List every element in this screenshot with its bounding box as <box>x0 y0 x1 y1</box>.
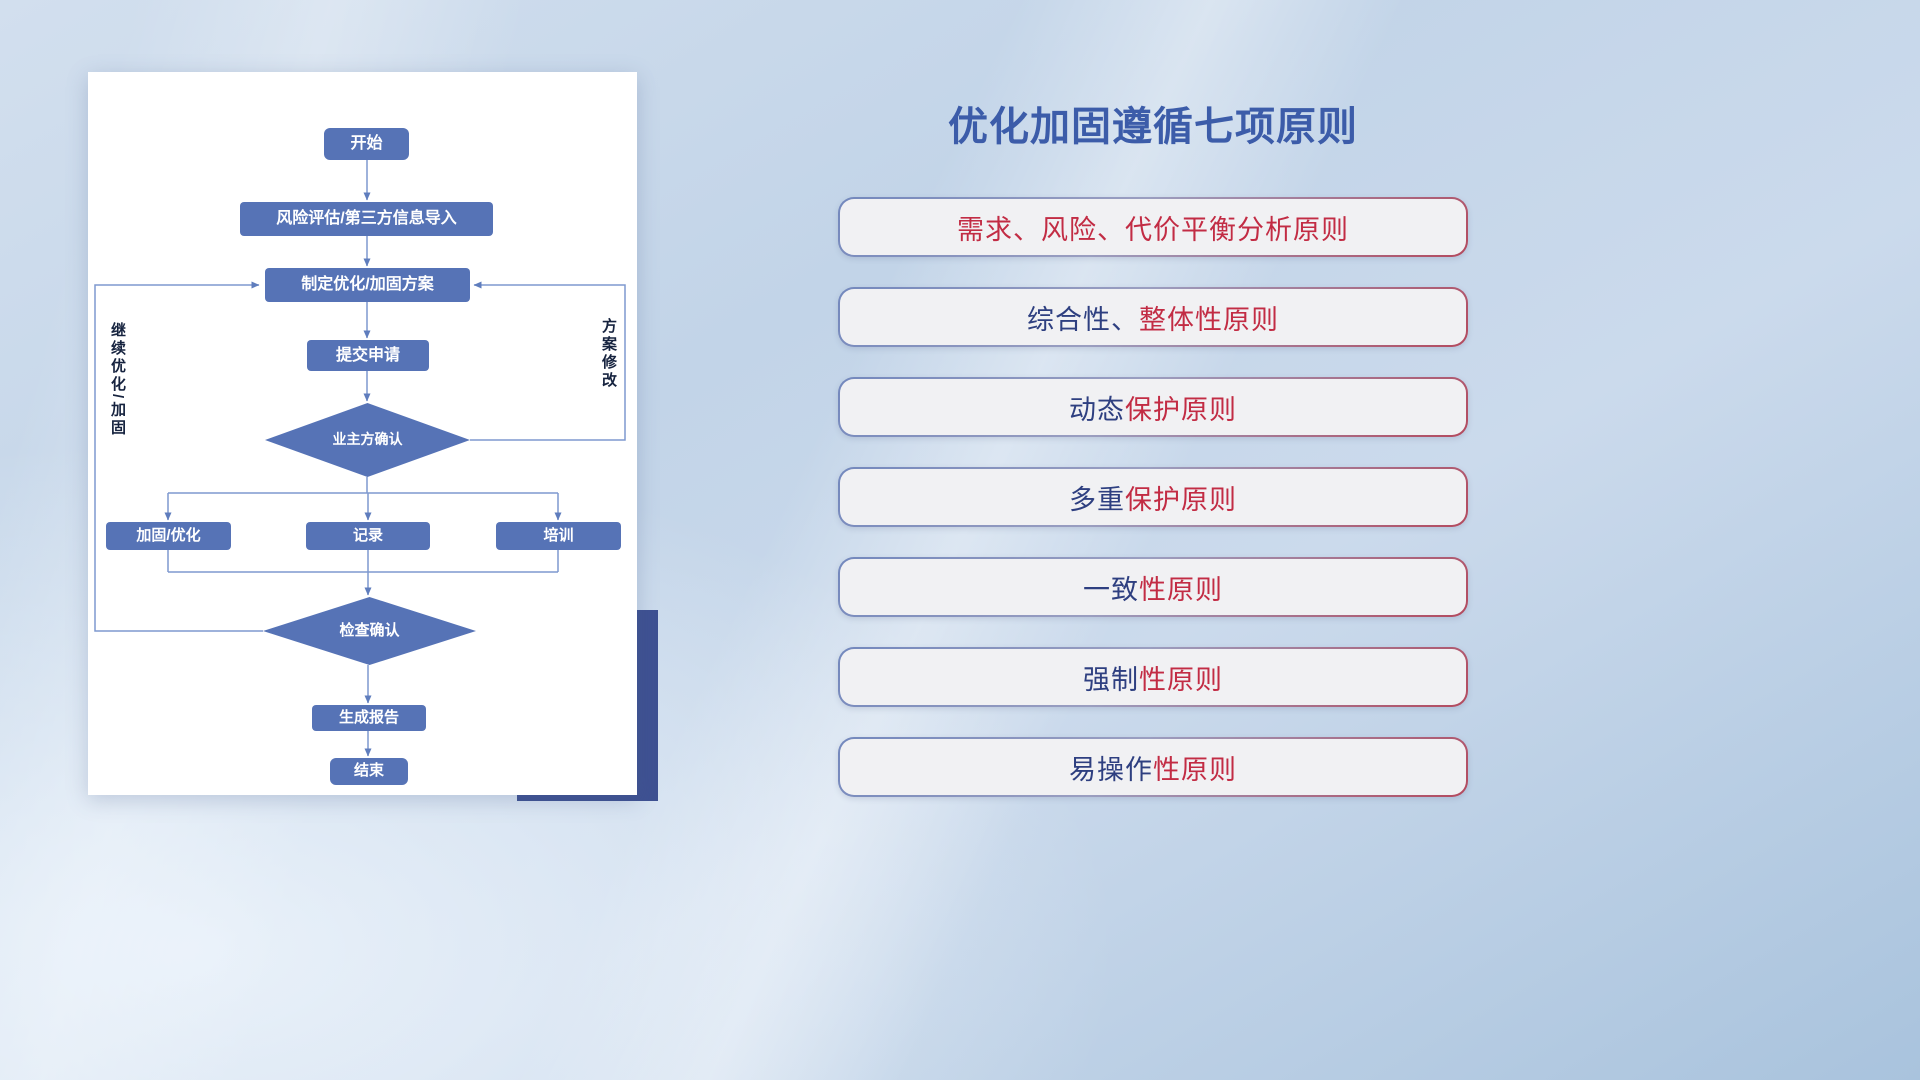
principle-pill-body: 易操作性原则 <box>840 739 1466 795</box>
principle-pill: 强制性原则 <box>838 647 1468 707</box>
loop-label-plan-modify: 方案修改 <box>600 318 617 390</box>
principle-pill: 易操作性原则 <box>838 737 1468 797</box>
principle-pill-body: 强制性原则 <box>840 649 1466 705</box>
flow-node-end: 结束 <box>330 758 408 785</box>
flow-node-start: 开始 <box>324 128 409 160</box>
principle-text-blue: 易操作 <box>1069 754 1153 785</box>
principle-text-blue: 一致 <box>1083 574 1139 605</box>
principle-text-red: 需求、风险、代价平衡分析原则 <box>957 214 1349 245</box>
flow-node-risk-import: 风险评估/第三方信息导入 <box>240 202 493 236</box>
flow-node-submit: 提交申请 <box>307 340 429 371</box>
principle-text-blue: 多重 <box>1069 484 1125 515</box>
principle-text-blue: 动态 <box>1069 394 1125 425</box>
principle-text-red: 性原则 <box>1153 754 1237 785</box>
principle-pill-body: 多重保护原则 <box>840 469 1466 525</box>
flow-node-make-plan: 制定优化/加固方案 <box>265 268 470 302</box>
principle-text-blue: 综合性、 <box>1027 304 1139 335</box>
principle-pill: 综合性、整体性原则 <box>838 287 1468 347</box>
principle-pill: 一致性原则 <box>838 557 1468 617</box>
flowchart-card: 开始 风险评估/第三方信息导入 制定优化/加固方案 提交申请 业主方确认 加固/… <box>88 72 637 795</box>
principle-text-red: 整体性原则 <box>1139 304 1279 335</box>
flowchart-connectors <box>94 160 626 757</box>
loop-label-continue-optimize: 继续优化/加固 <box>109 322 126 438</box>
flow-node-reinforce: 加固/优化 <box>106 522 231 550</box>
principle-text-red: 性原则 <box>1139 574 1223 605</box>
principle-pill: 动态保护原则 <box>838 377 1468 437</box>
principles-list: 需求、风险、代价平衡分析原则 综合性、整体性原则 动态保护原则 多重保护原则 一… <box>838 197 1468 797</box>
flow-node-record: 记录 <box>306 522 430 550</box>
principle-text-red: 保护原则 <box>1125 484 1237 515</box>
principle-pill-body: 综合性、整体性原则 <box>840 289 1466 345</box>
principle-pill: 需求、风险、代价平衡分析原则 <box>838 197 1468 257</box>
principle-pill-body: 一致性原则 <box>840 559 1466 615</box>
flow-node-training: 培训 <box>496 522 621 550</box>
principle-text-red: 性原则 <box>1139 664 1223 695</box>
principle-text-blue: 强制 <box>1083 664 1139 695</box>
principle-text-red: 保护原则 <box>1125 394 1237 425</box>
page-title: 优化加固遵循七项原则 <box>948 105 1358 149</box>
flow-node-report: 生成报告 <box>312 705 426 731</box>
principle-pill-body: 需求、风险、代价平衡分析原则 <box>840 199 1466 255</box>
principle-pill-body: 动态保护原则 <box>840 379 1466 435</box>
principle-pill: 多重保护原则 <box>838 467 1468 527</box>
